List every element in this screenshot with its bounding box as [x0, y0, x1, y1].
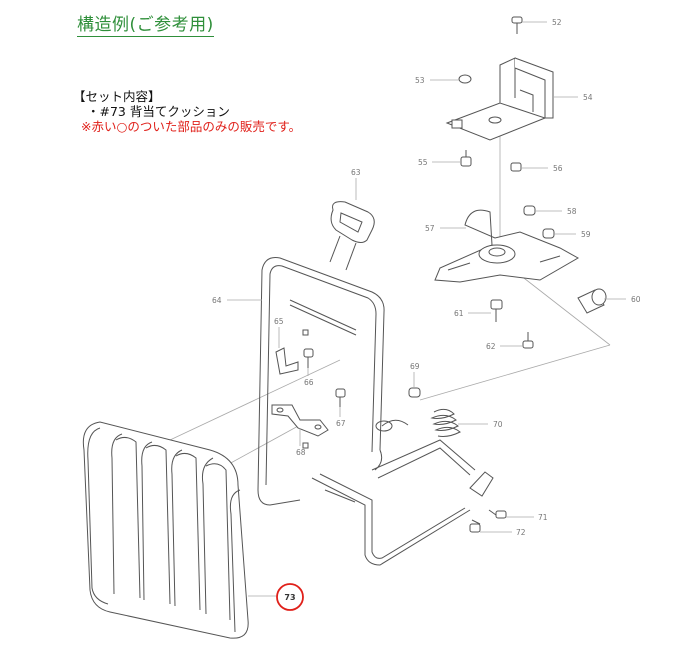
part-number-67: 67: [336, 419, 346, 428]
nut-56-icon: [510, 162, 522, 172]
bolt-66-icon: [303, 348, 314, 368]
assembly-line: [519, 274, 611, 346]
part-number-73: 73: [284, 593, 295, 602]
bolt-55-icon: [460, 150, 472, 167]
bushing-60-icon: [577, 288, 607, 314]
part-number-66: 66: [304, 378, 314, 387]
bolt-67-icon: [335, 388, 346, 407]
set-contents-heading: 【セット内容】: [73, 89, 161, 104]
bolt-52-icon: [511, 16, 523, 34]
part-number-61: 61: [454, 309, 464, 318]
assembly-line: [419, 344, 611, 401]
part-number-70: 70: [493, 420, 503, 429]
spring-70-icon: [430, 408, 461, 437]
assembly-line: [169, 359, 341, 441]
washer-53-icon: [458, 74, 472, 84]
part-number-56: 56: [553, 164, 563, 173]
sales-note: ※赤い○のついた部品のみの販売です。: [81, 119, 302, 134]
part-number-65: 65: [274, 317, 284, 326]
bracket-71-icon: [469, 471, 507, 519]
bolt-62-icon: [522, 332, 534, 349]
handle-63-icon: [329, 201, 375, 271]
page-title: 構造例(ご参考用): [77, 10, 214, 37]
part-number-60: 60: [631, 295, 641, 304]
bracket-54-icon: [445, 57, 554, 141]
nut-69-icon: [408, 387, 421, 398]
nut-59-icon: [542, 228, 555, 239]
set-contents-item: ・#73 背当てクッション: [87, 104, 230, 119]
bolt-72-icon: [469, 519, 481, 533]
bolt-61-icon: [490, 299, 503, 322]
part-number-64: 64: [212, 296, 222, 305]
part-number-68: 68: [296, 448, 306, 457]
highlight-circle-73: [276, 583, 304, 611]
part-number-57: 57: [425, 224, 435, 233]
part-number-53: 53: [415, 76, 425, 85]
part-number-69: 69: [410, 362, 420, 371]
part-number-54: 54: [583, 93, 593, 102]
part-number-55: 55: [418, 158, 428, 167]
part-number-59: 59: [581, 230, 591, 239]
swivel-base-57-icon: [434, 209, 580, 283]
nut-58-icon: [523, 205, 536, 216]
part-number-71: 71: [538, 513, 548, 522]
bracket-68-icon: [271, 404, 329, 437]
part-number-62: 62: [486, 342, 496, 351]
set-contents: 【セット内容】 ・#73 背当てクッション ※赤い○のついた部品のみの販売です。: [73, 89, 301, 134]
part-number-52: 52: [552, 18, 562, 27]
frame-64-icon: [257, 257, 476, 566]
clip-65-icon: [275, 347, 299, 375]
back-cushion-73-icon: [82, 421, 249, 639]
part-number-63: 63: [351, 168, 361, 177]
part-number-72: 72: [516, 528, 526, 537]
part-number-58: 58: [567, 207, 577, 216]
